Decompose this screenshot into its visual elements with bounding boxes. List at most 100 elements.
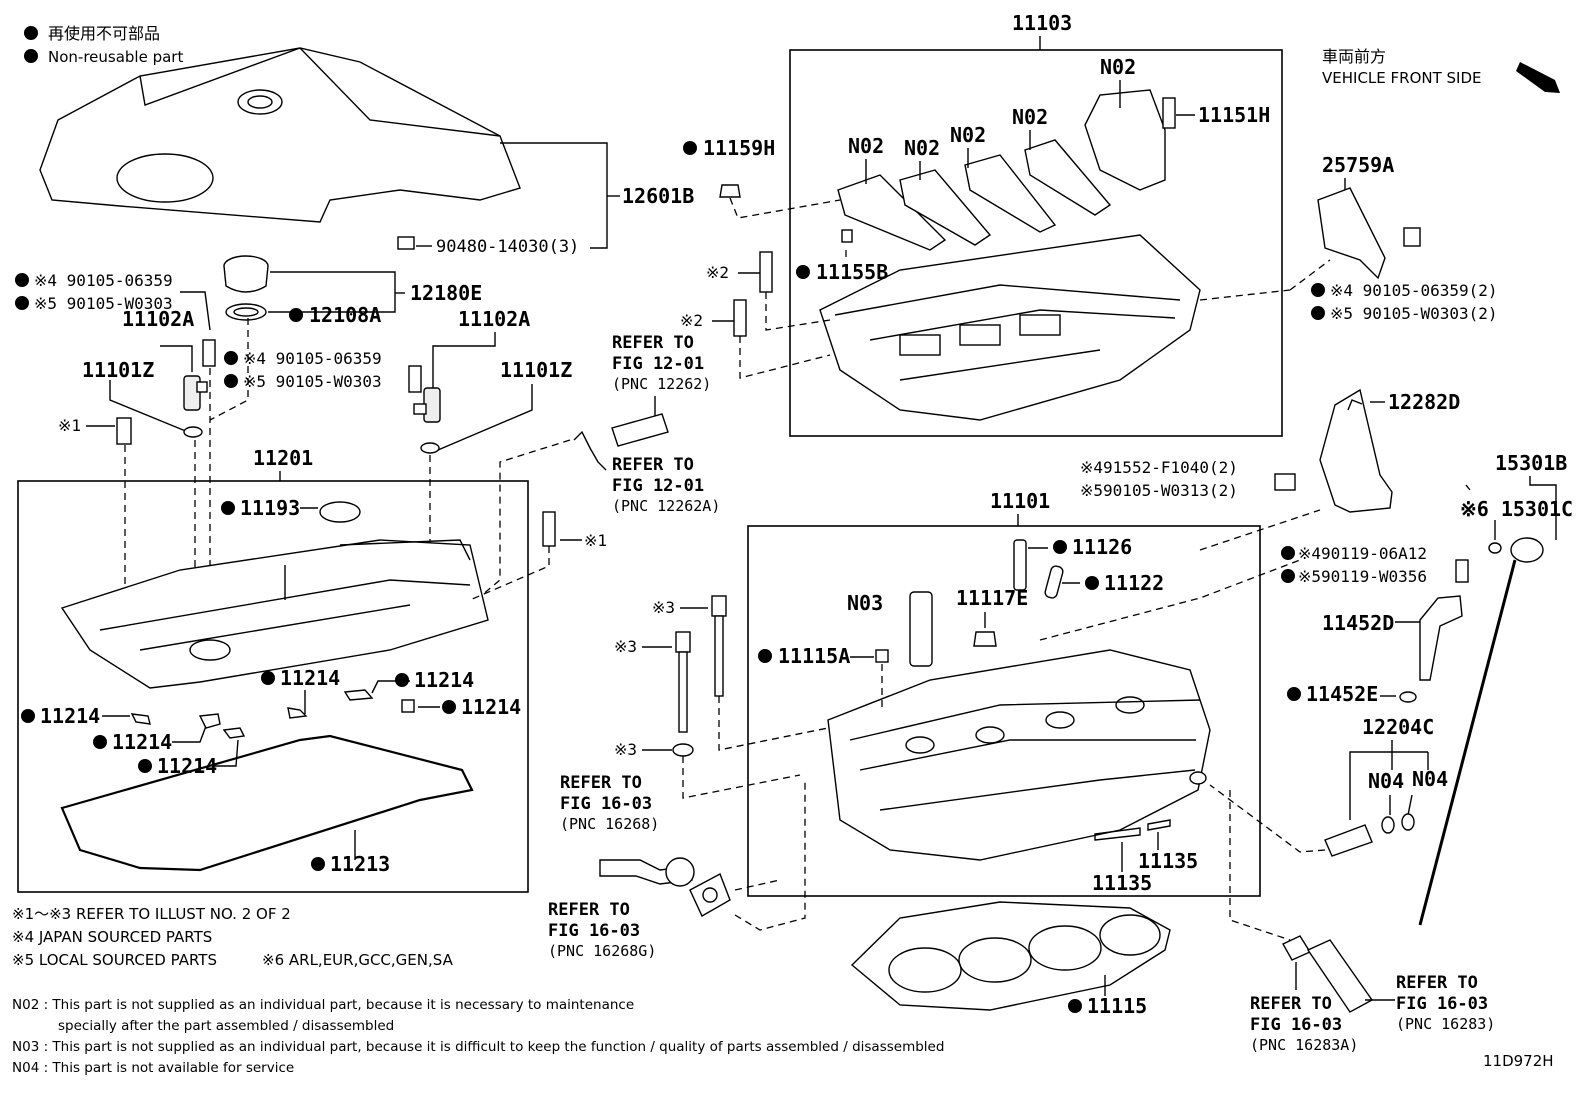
- non-reusable-dot-icon: [261, 671, 275, 685]
- label-N04-a: N04: [1368, 769, 1404, 793]
- non-reusable-dot-icon: [221, 501, 235, 515]
- label-11213: 11213: [330, 852, 390, 876]
- label-N04-b: N04: [1412, 767, 1448, 791]
- legend-en: Non-reusable part: [48, 48, 183, 66]
- label-12204C: 12204C: [1362, 715, 1434, 739]
- engine-cover-drawing: [39, 47, 521, 223]
- non-reusable-dot-icon: [93, 735, 107, 749]
- dipstick-drawing: [1418, 559, 1517, 926]
- refer-16283A-line2: FIG 16-03: [1250, 1015, 1342, 1035]
- label-12282D: 12282D: [1388, 390, 1460, 414]
- label-15301B: 15301B: [1495, 451, 1567, 475]
- bolt-icon: [1162, 97, 1176, 129]
- bolt-icon: [542, 511, 556, 547]
- refer-16268-line1: REFER TO: [560, 773, 642, 793]
- note-N04: N04 : This part is not available for ser…: [12, 1060, 294, 1076]
- label-N02-d: N02: [904, 136, 940, 160]
- nut-icon: [719, 184, 741, 198]
- label-11115: 11115: [1087, 994, 1147, 1018]
- note-refer-illust: ※1～※3 REFER TO ILLUST NO. 2 OF 2: [12, 905, 291, 923]
- label-11214-b: 11214: [414, 668, 474, 692]
- label-x5a: ※5 90105-W0303: [34, 294, 173, 313]
- label-x4a: ※4 90105-06359: [34, 271, 173, 290]
- label-11452E: 11452E: [1306, 682, 1378, 706]
- bracket-25759A-drawing: [1317, 187, 1386, 280]
- head-bolt-drawing: [714, 615, 724, 697]
- non-reusable-dot-icon: [758, 649, 772, 663]
- o-ring-icon: [1399, 691, 1417, 703]
- label-x3a: ※3: [652, 598, 675, 617]
- non-reusable-dot-icon: [224, 351, 238, 365]
- label-11101: 11101: [990, 489, 1050, 513]
- label-N02-b: N02: [1012, 105, 1048, 129]
- label-12180E: 12180E: [410, 281, 482, 305]
- refer-16268G-line1: REFER TO: [548, 900, 630, 920]
- label-11214-c: 11214: [461, 695, 521, 719]
- non-reusable-dot-icon: [1311, 306, 1325, 320]
- camshaft-housing-drawing: [819, 89, 1201, 421]
- clip-12262A-drawing: [573, 430, 607, 471]
- note-N02-line1: N02 : This part is not supplied as an in…: [12, 997, 634, 1013]
- label-x3c: ※3: [614, 740, 637, 759]
- box-11201: [17, 480, 529, 893]
- note-N02-line2: specially after the part assembled / dis…: [58, 1018, 394, 1034]
- part-N03-icon: [909, 591, 933, 667]
- pin-11122-icon: [1044, 565, 1064, 599]
- label-11452D: 11452D: [1322, 611, 1394, 635]
- label-11102A-left: 11102A: [122, 307, 194, 331]
- label-90480: 90480-14030(3): [436, 237, 579, 257]
- non-reusable-dot-icon: [289, 308, 303, 322]
- plug-11117E-icon: [973, 631, 997, 647]
- bolt-icon: [733, 299, 747, 337]
- flange-16268-icon: [665, 857, 695, 887]
- label-11151H: 11151H: [1198, 103, 1270, 127]
- bushing-12204C-drawing: [1324, 824, 1373, 857]
- label-11101Z-right: 11101Z: [500, 358, 572, 382]
- bolt-icon: [759, 251, 773, 293]
- non-reusable-dot-icon: [21, 709, 35, 723]
- label-12108A: 12108A: [309, 303, 381, 327]
- non-reusable-dot-icon: [442, 700, 456, 714]
- label-N02-c: N02: [950, 123, 986, 147]
- refer-16268G-line2: FIG 16-03: [548, 921, 640, 941]
- non-reusable-dot-icon: [1068, 999, 1082, 1013]
- o-ring-icon: [1381, 816, 1395, 834]
- label-x4e: ※490119-06A12: [1298, 544, 1427, 563]
- seal-11214-icon: [401, 699, 415, 713]
- refer-16283-line1: REFER TO: [1396, 973, 1478, 993]
- refer-16283-line2: FIG 16-03: [1396, 994, 1488, 1014]
- label-x1b: ※1: [584, 531, 607, 550]
- front-en: VEHICLE FRONT SIDE: [1322, 69, 1482, 87]
- label-11201: 11201: [253, 446, 313, 470]
- o-ring-icon: [1488, 542, 1502, 554]
- label-11214-e: 11214: [112, 730, 172, 754]
- non-reusable-dot-icon: [683, 141, 697, 155]
- o-ring-icon: [1401, 813, 1415, 831]
- gasket-16268G-drawing: [689, 873, 731, 917]
- label-11135-a: 11135: [1138, 849, 1198, 873]
- non-reusable-dot-icon: [1311, 283, 1325, 297]
- non-reusable-dot-icon: [1287, 687, 1301, 701]
- legend-jp: 再使用不可部品: [48, 24, 160, 43]
- seal-11214-icon: [198, 713, 221, 729]
- label-x5e: ※590119-W0356: [1298, 567, 1427, 586]
- gasket-11193-icon: [319, 501, 361, 523]
- label-11214-a: 11214: [280, 666, 340, 690]
- seal-11214-icon: [343, 689, 374, 701]
- label-N02-a: N02: [1100, 55, 1136, 79]
- refer-16268-line2: FIG 16-03: [560, 794, 652, 814]
- box-11101: [747, 525, 1261, 897]
- note-N03: N03 : This part is not supplied as an in…: [12, 1039, 944, 1055]
- bolt-icon: [1403, 227, 1421, 247]
- non-reusable-dot-icon: [224, 374, 238, 388]
- bolt-icon: [116, 417, 132, 445]
- note-local-sourced: ※5 LOCAL SOURCED PARTS: [12, 951, 217, 969]
- seal-11214-icon: [130, 713, 151, 725]
- clamp-16283A-icon: [1282, 935, 1312, 961]
- label-11155B: 11155B: [816, 260, 888, 284]
- refer-16283A-line1: REFER TO: [1250, 994, 1332, 1014]
- note-japan-sourced: ※4 JAPAN SOURCED PARTS: [12, 928, 212, 946]
- label-x1a: ※1: [58, 416, 81, 435]
- bolt-head-icon: [675, 631, 691, 653]
- part-11135-icon: [1147, 819, 1171, 831]
